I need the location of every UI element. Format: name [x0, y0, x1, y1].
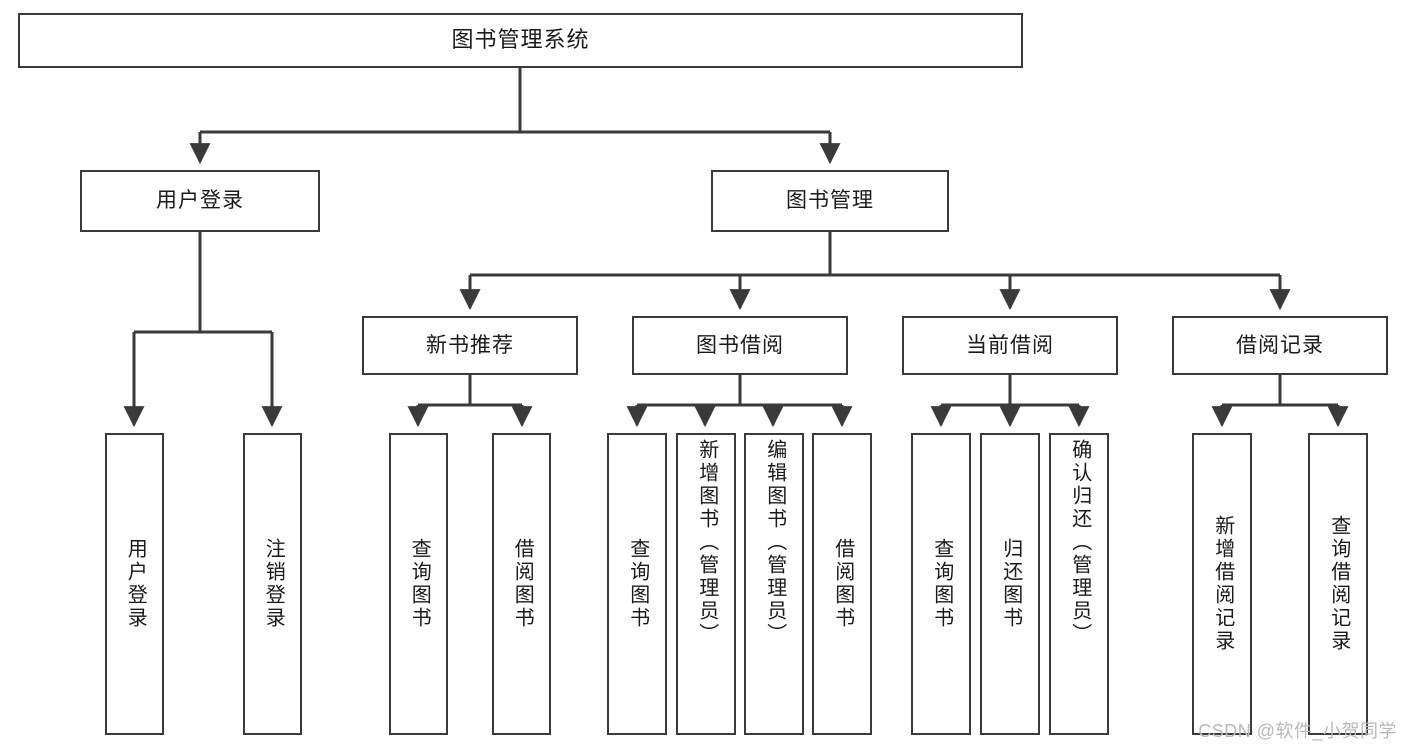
- leaf-query-book-recommend[interactable]: 查询图书: [389, 433, 448, 735]
- leaf-text-wrap: 归还图书: [982, 435, 1038, 733]
- node-book-borrow[interactable]: 图书借阅: [632, 316, 848, 375]
- leaf-add-book-admin[interactable]: 新增图书（管理员）: [676, 433, 736, 735]
- node-label: 图书管理系统: [451, 27, 590, 53]
- node-label: 图书借阅: [696, 333, 784, 357]
- leaf-query-book-borrow[interactable]: 查询图书: [607, 433, 667, 735]
- leaf-text-wrap: 新增图书（管理员）: [678, 435, 734, 733]
- leaf-label: 查询图书: [626, 538, 649, 630]
- leaf-user-login[interactable]: 用户登录: [105, 433, 164, 735]
- node-label: 新书推荐: [426, 333, 514, 357]
- node-label: 用户登录: [156, 189, 244, 213]
- leaf-label: 用户登录: [124, 538, 147, 630]
- leaf-label: 新增借阅记录: [1211, 515, 1234, 653]
- node-user-login[interactable]: 用户登录: [80, 170, 320, 232]
- leaf-return-book[interactable]: 归还图书: [980, 433, 1040, 735]
- node-current-borrow[interactable]: 当前借阅: [902, 316, 1118, 375]
- node-borrow-record[interactable]: 借阅记录: [1172, 316, 1388, 375]
- leaf-text-wrap: 查询借阅记录: [1310, 435, 1366, 733]
- leaf-label: 新增图书（管理员）: [695, 439, 718, 646]
- leaf-text-wrap: 借阅图书: [814, 435, 870, 733]
- leaf-text-wrap: 确认归还（管理员）: [1051, 435, 1107, 733]
- node-label: 当前借阅: [966, 333, 1054, 357]
- node-label: 图书管理: [786, 189, 874, 213]
- leaf-add-borrow-record[interactable]: 新增借阅记录: [1192, 433, 1252, 735]
- leaf-text-wrap: 编辑图书（管理员）: [746, 435, 802, 733]
- node-label: 借阅记录: [1236, 333, 1324, 357]
- leaf-label: 查询图书: [930, 538, 953, 630]
- leaf-text-wrap: 查询图书: [609, 435, 665, 733]
- leaf-label: 查询图书: [408, 538, 431, 630]
- node-book-management[interactable]: 图书管理: [711, 170, 949, 232]
- node-new-book-recommend[interactable]: 新书推荐: [362, 316, 578, 375]
- leaf-label: 注销登录: [262, 538, 285, 630]
- leaf-label: 查询借阅记录: [1327, 515, 1350, 653]
- leaf-label: 确认归还（管理员）: [1068, 439, 1091, 646]
- leaf-text-wrap: 新增借阅记录: [1194, 435, 1250, 733]
- leaf-confirm-return-admin[interactable]: 确认归还（管理员）: [1049, 433, 1109, 735]
- leaf-label: 编辑图书（管理员）: [763, 439, 786, 646]
- leaf-text-wrap: 查询图书: [391, 435, 446, 733]
- leaf-query-book-current[interactable]: 查询图书: [911, 433, 971, 735]
- node-root-system[interactable]: 图书管理系统: [18, 13, 1023, 68]
- leaf-query-borrow-record[interactable]: 查询借阅记录: [1308, 433, 1368, 735]
- leaf-label: 归还图书: [999, 538, 1022, 630]
- leaf-edit-book-admin[interactable]: 编辑图书（管理员）: [744, 433, 804, 735]
- leaf-logout-login[interactable]: 注销登录: [243, 433, 302, 735]
- leaf-label: 借阅图书: [831, 538, 854, 630]
- leaf-text-wrap: 用户登录: [107, 435, 162, 733]
- leaf-text-wrap: 注销登录: [245, 435, 300, 733]
- leaf-text-wrap: 查询图书: [913, 435, 969, 733]
- leaf-borrow-book-recommend[interactable]: 借阅图书: [492, 433, 551, 735]
- leaf-label: 借阅图书: [511, 538, 534, 630]
- watermark-text: CSDN @软件_小贺同学: [1198, 721, 1397, 741]
- leaf-borrow-book-borrow[interactable]: 借阅图书: [812, 433, 872, 735]
- leaf-text-wrap: 借阅图书: [494, 435, 549, 733]
